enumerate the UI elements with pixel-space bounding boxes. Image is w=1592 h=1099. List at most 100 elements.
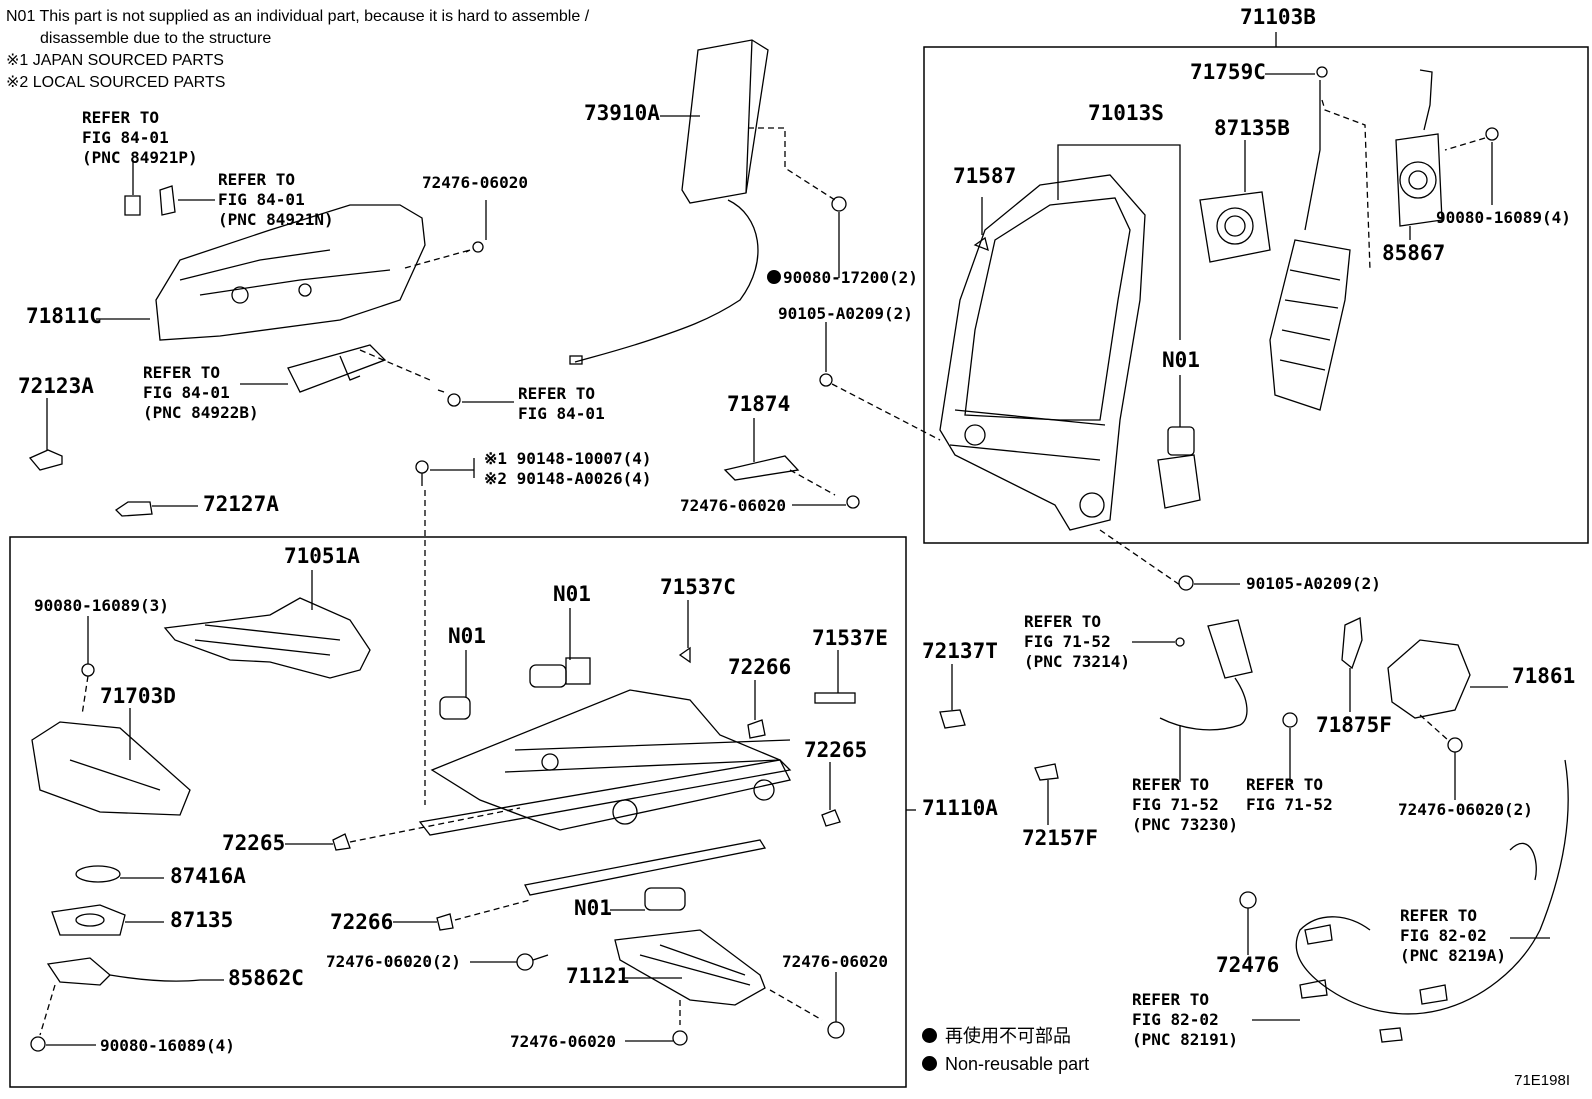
- refer-71-52-nut: [1282, 712, 1298, 728]
- refer-84-01-label: REFER TO FIG 84-01: [518, 384, 605, 423]
- 71811C-part-shape: [124, 185, 426, 341]
- 72476-06020-a-dash: [404, 249, 471, 269]
- legend-dot-icon: [922, 1028, 937, 1043]
- n01-label-d: N01: [574, 896, 612, 920]
- 90105-A0209-a-dash: [831, 383, 941, 441]
- part-72476-06020-d: 72476-06020: [782, 952, 888, 971]
- 72265-a-part-shape: [821, 809, 841, 827]
- 71121-part-shape: [614, 929, 766, 1006]
- refer-71-52-label: REFER TO FIG 71-52: [1246, 775, 1333, 814]
- buckle-part-shape: [1159, 619, 1253, 731]
- part-71121: 71121: [566, 964, 630, 988]
- 84922B-dash: [359, 349, 431, 381]
- part-90105-A0209-a: 90105-A0209(2): [778, 304, 913, 323]
- part-71110A: 71110A: [922, 796, 998, 820]
- part-90080-16089-c: 90080-16089(4): [100, 1036, 235, 1055]
- part-72476-06020-e: 72476-06020: [510, 1032, 616, 1051]
- refer-73230-label: REFER TO FIG 71-52 (PNC 73230): [1132, 775, 1238, 834]
- cushion-group-frame: [9, 536, 907, 1088]
- 85867-part-shape: [1395, 69, 1443, 227]
- 85862C-part-shape: [46, 957, 201, 986]
- part-90080-16089-a: 90080-16089(4): [1436, 208, 1571, 227]
- part-71759C: 71759C: [1190, 60, 1266, 84]
- 87135-part-shape: [51, 904, 126, 936]
- 72123A-part-shape: [28, 449, 63, 471]
- part-72157F: 72157F: [1022, 826, 1098, 850]
- 71013S-leader: [1057, 144, 1181, 340]
- n01-note-line2: disassemble due to the structure: [40, 30, 272, 47]
- part-71051A: 71051A: [284, 544, 360, 568]
- part-71537C: 71537C: [660, 575, 736, 599]
- part-85862C: 85862C: [228, 966, 304, 990]
- part-72127A: 72127A: [203, 492, 279, 516]
- part-90080-17200-text: 90080-17200(2): [783, 268, 918, 287]
- refer-8219A-label: REFER TO FIG 82-02 (PNC 8219A): [1400, 906, 1506, 965]
- n01-note-line1: N01 This part is not supplied as an indi…: [6, 8, 590, 25]
- part-90148-A0026: ※2 90148-A0026(4): [484, 469, 652, 488]
- part-71537E: 71537E: [812, 626, 888, 650]
- part-71103B: 71103B: [1240, 5, 1316, 29]
- 71759C-dash: [1321, 99, 1371, 271]
- part-72123A: 72123A: [18, 374, 94, 398]
- refer-84-01-bolt: [437, 389, 461, 407]
- part-72266-a: 72266: [728, 655, 792, 679]
- 73910A-part-shape: [569, 39, 769, 365]
- 90080-16089-a-bolt: [1485, 127, 1499, 141]
- local-sourced-note: ※2 LOCAL SOURCED PARTS: [6, 74, 226, 91]
- lumbar-panel-shape: [1269, 80, 1351, 411]
- 90080-17200-dash: [748, 127, 836, 201]
- 71537E-part-shape: [814, 692, 856, 704]
- 72476-06020-a-bolt: [465, 241, 484, 253]
- 71110A-track-shape: [418, 689, 792, 896]
- 71759C-clip: [1316, 66, 1328, 78]
- part-72476-06020-f: 72476-06020(2): [1398, 800, 1533, 819]
- legend: 再使用不可部品 Non-reusable part: [922, 1022, 1089, 1078]
- 84922B-part-shape: [287, 344, 387, 393]
- 90080-16089-a-dash: [1444, 137, 1486, 151]
- legend-dot-icon: [922, 1056, 937, 1071]
- 72265-b-dash: [349, 807, 521, 843]
- part-71013S: 71013S: [1088, 101, 1164, 125]
- part-72476-06020-a: 72476-06020: [422, 173, 528, 192]
- 90105-A0209-b-dash: [1099, 529, 1181, 586]
- part-71703D: 71703D: [100, 684, 176, 708]
- 72127A-part-shape: [114, 501, 153, 517]
- figure-id: 71E198I: [1514, 1072, 1570, 1089]
- part-72137T: 72137T: [922, 639, 998, 663]
- part-87135: 87135: [170, 908, 234, 932]
- n01-c-part-shape: [529, 657, 591, 688]
- part-87416A: 87416A: [170, 864, 246, 888]
- 71874-dash: [789, 469, 836, 496]
- 72476-06020-c-bolt: [516, 953, 549, 971]
- refer-73214-point: [1175, 637, 1185, 647]
- part-90080-17200: 90080-17200(2): [767, 268, 918, 288]
- 71874-part-shape: [723, 455, 800, 481]
- refer-84922B-label: REFER TO FIG 84-01 (PNC 84922B): [143, 363, 259, 422]
- part-71874: 71874: [727, 392, 791, 416]
- 72137T-part-shape: [939, 709, 966, 729]
- refer-73214-label: REFER TO FIG 71-52 (PNC 73214): [1024, 612, 1130, 671]
- wire-harness-shape: [1295, 759, 1569, 1043]
- 71861-part-shape: [1387, 639, 1471, 719]
- 72476-06020-f-bolt: [1447, 737, 1463, 753]
- n01-label-c: N01: [553, 582, 591, 606]
- backframe-group-frame: [923, 46, 1589, 544]
- 72266-b-dash: [454, 899, 531, 921]
- part-71861: 71861: [1512, 664, 1576, 688]
- legend-row-en: Non-reusable part: [922, 1050, 1089, 1078]
- legend-en-text: Non-reusable part: [945, 1054, 1090, 1074]
- 72265-b-part-shape: [332, 833, 351, 851]
- part-72266-b: 72266: [330, 910, 394, 934]
- part-71811C: 71811C: [26, 304, 102, 328]
- 71051A-part-shape: [163, 597, 371, 679]
- 90148-bolt: [415, 460, 429, 486]
- 90080-16089-c-bolt: [30, 1036, 46, 1052]
- legend-jp-text: 再使用不可部品: [945, 1026, 1071, 1046]
- 71537C-part-shape: [678, 646, 691, 664]
- part-72476-06020-b: 72476-06020: [680, 496, 786, 515]
- 72476-06020-b-bolt: [846, 495, 860, 509]
- part-90148-10007: ※1 90148-10007(4): [484, 449, 652, 468]
- part-72265-b: 72265: [222, 831, 286, 855]
- n01-a-part-shape: [1157, 426, 1201, 509]
- part-90080-16089-b: 90080-16089(3): [34, 596, 169, 615]
